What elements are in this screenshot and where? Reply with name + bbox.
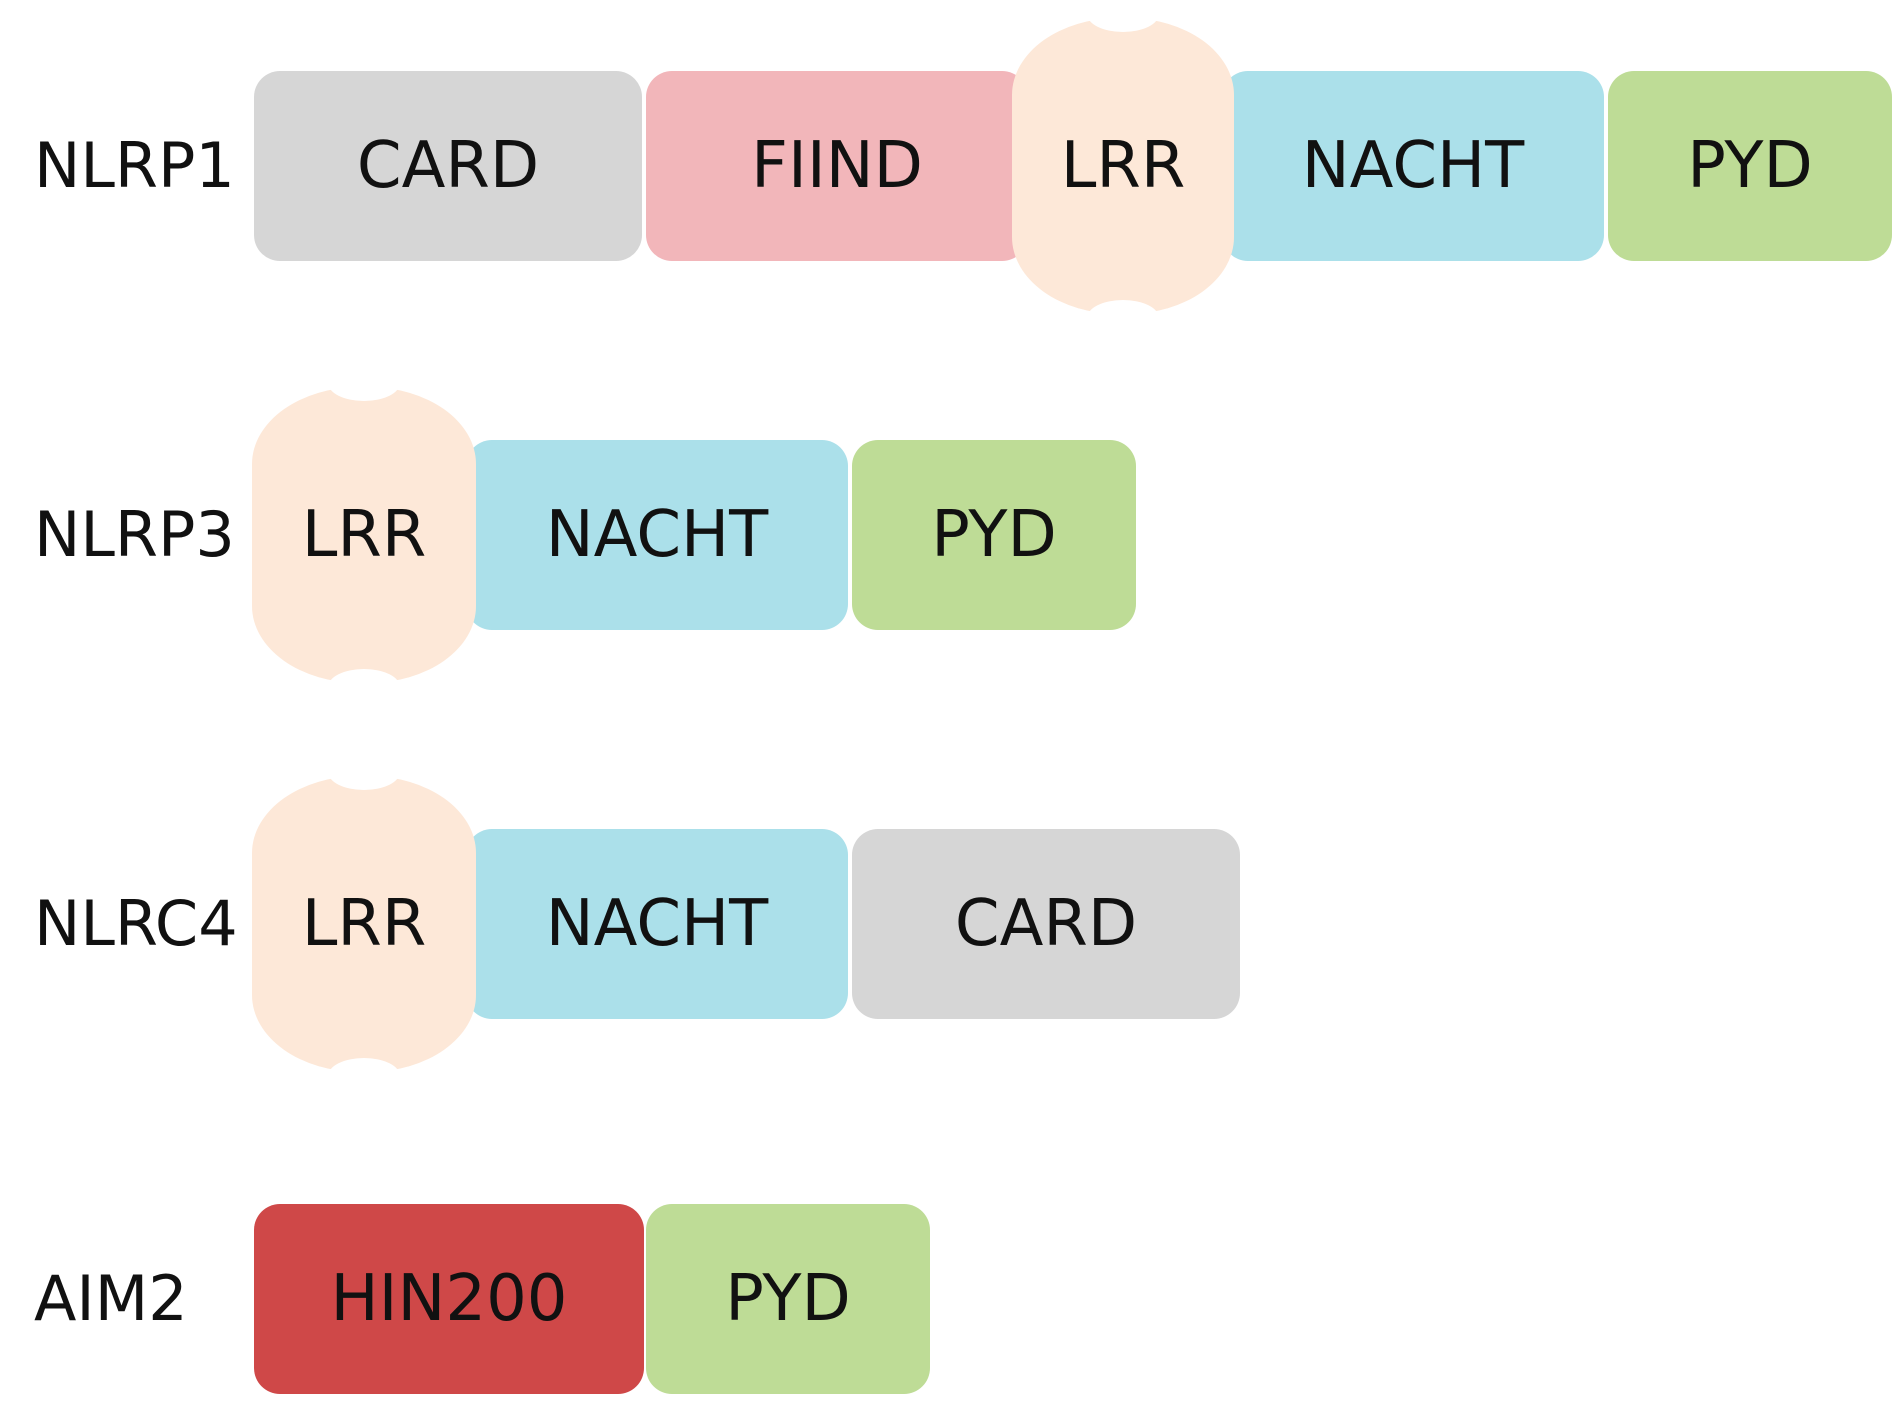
domain-label: PYD: [725, 1262, 851, 1336]
domain-label: FIIND: [751, 129, 923, 203]
domain-lrr: LRR: [1012, 0, 1234, 336]
domain-lrr: LRR: [252, 365, 476, 705]
domain-nacht: NACHT: [1222, 71, 1604, 261]
domain-pyd: PYD: [1608, 71, 1892, 261]
domain-label: LRR: [301, 887, 427, 961]
domain-label: PYD: [931, 498, 1057, 572]
domain-pyd: PYD: [646, 1204, 930, 1394]
domain-lrr: LRR: [252, 754, 476, 1094]
domain-fiind: FIIND: [646, 71, 1028, 261]
domain-label: NACHT: [1301, 129, 1525, 203]
protein-label-nlrp3: NLRP3: [34, 498, 235, 571]
domain-label: CARD: [356, 129, 540, 203]
domain-label: PYD: [1687, 129, 1813, 203]
protein-label-nlrc4: NLRC4: [34, 887, 238, 960]
protein-label-nlrp1: NLRP1: [34, 129, 235, 202]
domain-label: CARD: [954, 887, 1138, 961]
domain-label: LRR: [301, 498, 427, 572]
domain-label: HIN200: [330, 1262, 568, 1336]
domain-card: CARD: [254, 71, 642, 261]
domain-label: NACHT: [545, 887, 769, 961]
domain-nacht: NACHT: [466, 829, 848, 1019]
domain-nacht: NACHT: [466, 440, 848, 630]
domain-label: NACHT: [545, 498, 769, 572]
domain-card: CARD: [852, 829, 1240, 1019]
domain-label: LRR: [1060, 129, 1186, 203]
protein-label-aim2: AIM2: [34, 1262, 188, 1335]
domain-hin200: HIN200: [254, 1204, 644, 1394]
domain-pyd: PYD: [852, 440, 1136, 630]
